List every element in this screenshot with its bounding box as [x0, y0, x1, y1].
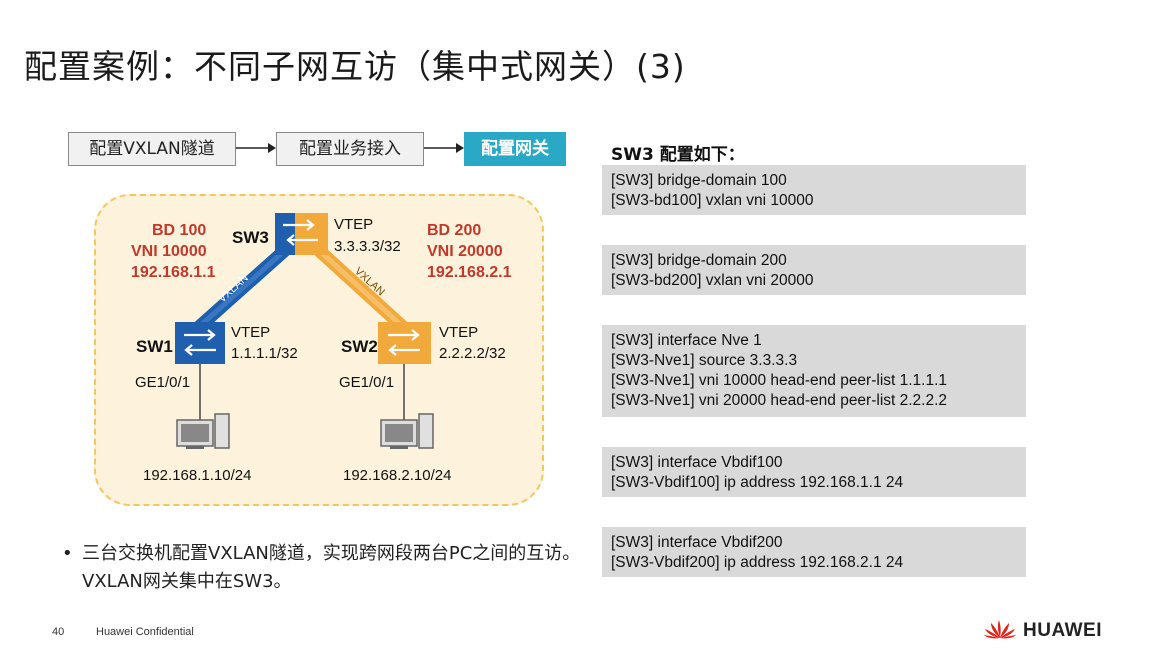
config-line: [SW3-bd200] vxlan vni 20000 — [611, 272, 814, 289]
config-block-5: [SW3] interface Vbdif200 [SW3-Vbdif200] … — [602, 527, 1026, 577]
topology-diagram: VXLAN VXLAN — [175, 213, 434, 449]
sw1-vtep: VTEP — [231, 324, 271, 341]
sw2-switch-icon — [378, 322, 431, 364]
flow-step-service-access: 配置业务接入 — [276, 132, 424, 166]
sw2-vtep: VTEP — [439, 324, 479, 341]
config-line: [SW3] interface Vbdif200 — [611, 534, 783, 551]
bd-left-ip: 192.168.1.1 — [131, 264, 216, 281]
sw2-name: SW2 — [341, 337, 378, 356]
bullet-text: 三台交换机配置VXLAN隧道，实现跨网段两台PC之间的互访。VXLAN网关集中在… — [82, 543, 581, 592]
flow-step-vxlan-tunnel: 配置VXLAN隧道 — [68, 132, 236, 166]
sw3-vtep: VTEP — [334, 216, 374, 233]
page-title: 配置案例：不同子网互访（集中式网关）(3) — [24, 47, 686, 86]
config-block-3: [SW3] interface Nve 1 [SW3-Nve1] source … — [602, 325, 1026, 417]
config-line: [SW3] bridge-domain 200 — [611, 252, 787, 269]
pc2-icon — [380, 413, 434, 449]
flow-arrow-icon — [236, 143, 276, 153]
config-line: [SW3-bd100] vxlan vni 10000 — [611, 192, 814, 209]
flow-step-gateway: 配置网关 — [464, 132, 566, 166]
config-line: [SW3] interface Vbdif100 — [611, 454, 783, 471]
confidential-label: Huawei Confidential — [96, 626, 194, 638]
sw3-switch-icon — [275, 213, 328, 255]
bd-right-bd: BD 200 — [427, 222, 482, 239]
bd-right-vni: VNI 20000 — [427, 243, 503, 260]
bullet-dot-icon: • — [62, 543, 73, 564]
sw1-port: GE1/0/1 — [135, 374, 191, 391]
sw1-ip: 1.1.1.1/32 — [231, 345, 298, 362]
huawei-brand: HUAWEI — [1023, 620, 1102, 641]
config-block-2: [SW3] bridge-domain 200 [SW3-bd200] vxla… — [602, 245, 1026, 295]
sw3-ip: 3.3.3.3/32 — [334, 238, 401, 255]
config-block-4: [SW3] interface Vbdif100 [SW3-Vbdif100] … — [602, 447, 1026, 497]
config-block-1: [SW3] bridge-domain 100 [SW3-bd100] vxla… — [602, 165, 1026, 215]
pc1-icon — [176, 413, 230, 449]
config-line: [SW3-Nve1] source 3.3.3.3 — [611, 352, 798, 369]
sw1-name: SW1 — [136, 337, 173, 356]
config-line: [SW3-Nve1] vni 20000 head-end peer-list … — [611, 392, 948, 409]
pc1-ip: 192.168.1.10/24 — [143, 467, 252, 484]
config-line: [SW3-Vbdif100] ip address 192.168.1.1 24 — [611, 474, 904, 491]
description-bullet: • 三台交换机配置VXLAN隧道，实现跨网段两台PC之间的互访。VXLAN网关集… — [62, 540, 582, 596]
page-number: 40 — [52, 626, 65, 638]
sw2-port: GE1/0/1 — [339, 374, 395, 391]
sw2-ip: 2.2.2.2/32 — [439, 345, 506, 362]
config-line: [SW3] bridge-domain 100 — [611, 172, 787, 189]
flow-arrow-icon — [424, 143, 464, 153]
config-line: [SW3-Nve1] vni 10000 head-end peer-list … — [611, 372, 948, 389]
config-title: SW3 配置如下： — [611, 145, 745, 165]
vxlan-tunnel-right — [305, 237, 409, 333]
sw1-switch-icon — [175, 322, 225, 364]
bd-right-ip: 192.168.2.1 — [427, 264, 512, 281]
pc2-ip: 192.168.2.10/24 — [343, 467, 452, 484]
sw3-name: SW3 — [232, 228, 269, 247]
config-line: [SW3] interface Nve 1 — [611, 332, 762, 349]
config-line: [SW3-Vbdif200] ip address 192.168.2.1 24 — [611, 554, 904, 571]
vxlan-tunnel-left — [193, 237, 299, 333]
huawei-logo-icon — [984, 620, 1016, 639]
bd-left-vni: VNI 10000 — [131, 243, 207, 260]
bd-left-bd: BD 100 — [152, 222, 207, 239]
